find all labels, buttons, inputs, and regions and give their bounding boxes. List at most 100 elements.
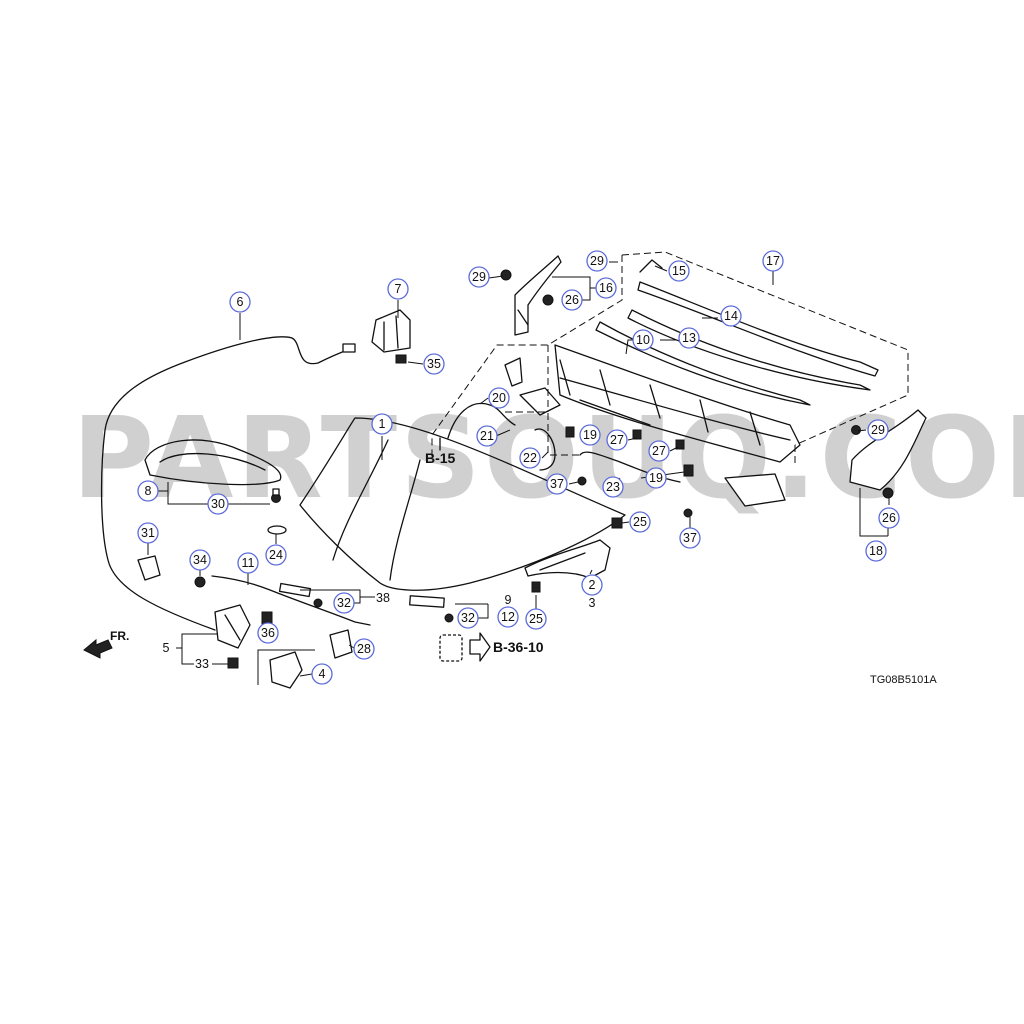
callout-29-left[interactable]: 29 [468,266,490,288]
callout-19-left[interactable]: 19 [579,424,601,446]
weatherstrip-14 [627,309,871,391]
svg-text:15: 15 [672,264,686,278]
callout-27-right[interactable]: 27 [648,440,670,462]
svg-text:21: 21 [480,429,494,443]
svg-text:4: 4 [319,667,326,681]
callout-2[interactable]: 2 [581,574,603,596]
svg-text:23: 23 [606,480,620,494]
callout-25-upper[interactable]: 25 [629,511,651,533]
reference-b3610: B-36-10 [493,639,544,655]
nut-33 [227,657,239,669]
callout-4[interactable]: 4 [311,663,333,685]
callout-32-left[interactable]: 32 [333,592,355,614]
cable-end-fitting [342,343,356,353]
svg-text:20: 20 [492,391,506,405]
callout-23[interactable]: 23 [602,476,624,498]
callout-30[interactable]: 30 [207,493,229,515]
callout-3[interactable]: 3 [589,596,596,610]
hood-rod-holder [409,595,445,608]
svg-text:18: 18 [869,544,883,558]
callout-12[interactable]: 12 [497,606,519,628]
clip-19-left [565,426,575,438]
drain-hose-20 [447,402,516,439]
svg-text:37: 37 [550,477,564,491]
callout-17[interactable]: 17 [762,250,784,272]
callout-38[interactable]: 38 [376,591,390,605]
screw-32-right [444,613,454,623]
callout-5[interactable]: 5 [163,641,170,655]
callout-9[interactable]: 9 [505,593,512,607]
cowl-group-outline [431,251,909,465]
callout-18[interactable]: 18 [865,540,887,562]
callout-11[interactable]: 11 [237,552,259,574]
diagram-code: TG08B5101A [870,674,937,686]
callout-26-left[interactable]: 26 [561,289,583,311]
hood-release-cable [100,336,351,631]
callout-29-right[interactable]: 29 [867,419,889,441]
svg-text:33: 33 [195,657,209,671]
callout-29-middle[interactable]: 29 [586,250,608,272]
svg-text:37: 37 [683,531,697,545]
callout-8[interactable]: 8 [137,480,159,502]
svg-text:1: 1 [379,417,386,431]
svg-text:29: 29 [472,270,486,284]
callout-37-left[interactable]: 37 [546,473,568,495]
clip-27-left [632,429,642,440]
callout-16[interactable]: 16 [595,277,617,299]
svg-text:19: 19 [649,471,663,485]
svg-text:5: 5 [163,641,170,655]
callout-24[interactable]: 24 [265,544,287,566]
callout-33[interactable]: 33 [195,657,209,671]
svg-text:27: 27 [610,433,624,447]
callout-20[interactable]: 20 [488,387,510,409]
callout-32-right[interactable]: 32 [457,607,479,629]
front-label: FR. [110,629,129,643]
callout-21[interactable]: 21 [476,425,498,447]
bolt-34 [194,576,206,588]
svg-text:11: 11 [242,556,255,570]
seal-10 [595,321,811,406]
callout-7[interactable]: 7 [387,278,409,300]
svg-text:28: 28 [357,642,371,656]
callout-15[interactable]: 15 [668,260,690,282]
bracket-20 [504,357,523,387]
b3610-arrow [469,632,491,662]
svg-text:7: 7 [395,282,402,296]
svg-text:36: 36 [261,626,275,640]
callout-35[interactable]: 35 [423,353,445,375]
cowl-top-assembly [554,344,801,463]
callout-37-right[interactable]: 37 [679,527,701,549]
bumper-stop [439,634,463,662]
hood-hinge [524,517,623,593]
svg-text:17: 17 [766,254,780,268]
hood-seal [144,439,282,486]
callout-6[interactable]: 6 [229,291,251,313]
svg-text:24: 24 [269,548,283,562]
svg-text:38: 38 [376,591,390,605]
clip-27-right [675,439,685,450]
svg-text:19: 19 [583,428,597,442]
callout-14[interactable]: 14 [720,305,742,327]
bolt-36 [261,611,273,625]
callout-25-lower[interactable]: 25 [525,608,547,630]
svg-text:31: 31 [141,526,155,540]
bracket-21 [519,387,561,416]
callout-26-right[interactable]: 26 [878,507,900,529]
callout-28[interactable]: 28 [353,638,375,660]
svg-text:10: 10 [636,333,650,347]
callout-10[interactable]: 10 [632,329,654,351]
callout-1[interactable]: 1 [371,413,393,435]
callout-36[interactable]: 36 [257,622,279,644]
svg-text:8: 8 [145,484,152,498]
reference-b15: B-15 [425,450,456,466]
cushion-24 [267,525,287,535]
callout-27-left[interactable]: 27 [606,429,628,451]
callout-19-right[interactable]: 19 [645,467,667,489]
callout-31[interactable]: 31 [137,522,159,544]
callout-13[interactable]: 13 [678,327,700,349]
callout-22[interactable]: 22 [519,447,541,469]
screw-37-left [577,476,587,486]
weatherstrip-17 [637,281,879,377]
callout-34[interactable]: 34 [189,549,211,571]
cowl-cover-piece [724,473,786,507]
